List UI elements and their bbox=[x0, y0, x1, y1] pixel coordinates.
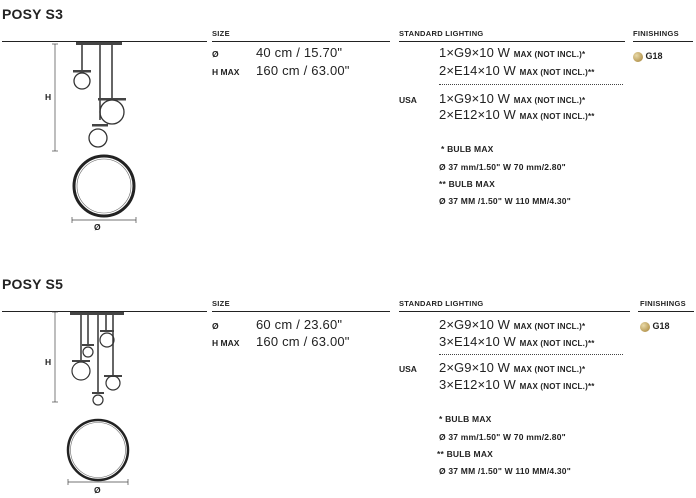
bulb-note: * BULB MAX bbox=[439, 414, 492, 424]
diameter-label: Ø bbox=[212, 49, 219, 59]
diameter-dimension-label: Ø bbox=[94, 222, 101, 232]
color-swatch bbox=[633, 51, 643, 62]
height-label: H MAX bbox=[212, 338, 240, 348]
diameter-value: 40 cm / 15.70" bbox=[256, 45, 343, 60]
color-swatch bbox=[640, 321, 650, 332]
product-title: POSY S3 bbox=[2, 6, 64, 22]
height-value: 160 cm / 63.00" bbox=[256, 63, 350, 78]
bulb-note: Ø 37 mm/1.50" W 70 mm/2.80" bbox=[439, 162, 566, 172]
usa-label: USA bbox=[399, 364, 417, 374]
divider bbox=[638, 311, 694, 312]
finishing-code: G18 bbox=[652, 321, 670, 331]
bulb-spec-usa: 2×G9×10 W MAX (NOT INCL.)* bbox=[439, 360, 586, 375]
divider bbox=[2, 311, 207, 312]
bulb-spec: 1×G9×10 W MAX (NOT INCL.)* bbox=[439, 45, 586, 60]
bulb-spec-usa: 3×E12×10 W MAX (NOT INCL.)** bbox=[439, 377, 595, 392]
bulb-note: * BULB MAX bbox=[441, 144, 494, 154]
size-header: SIZE bbox=[212, 29, 230, 38]
usa-label: USA bbox=[399, 95, 417, 105]
bulb-spec-usa: 1×G9×10 W MAX (NOT INCL.)* bbox=[439, 91, 586, 106]
finishings-header: FINISHINGS bbox=[640, 299, 686, 308]
finishing-g18: G18 bbox=[633, 51, 663, 62]
lamp-diagram bbox=[52, 42, 137, 223]
finishing-g18: G18 bbox=[640, 321, 670, 332]
height-dimension-label: H bbox=[45, 92, 52, 102]
divider bbox=[399, 311, 630, 312]
diameter-label: Ø bbox=[212, 321, 219, 331]
bulb-spec: 2×E14×10 W MAX (NOT INCL.)** bbox=[439, 63, 595, 78]
finishing-code: G18 bbox=[645, 51, 663, 61]
product-title: POSY S5 bbox=[2, 276, 64, 292]
dotted-divider bbox=[439, 354, 623, 355]
bulb-note: Ø 37 mm/1.50" W 70 mm/2.80" bbox=[439, 432, 566, 442]
lighting-header: STANDARD LIGHTING bbox=[399, 29, 484, 38]
divider bbox=[633, 41, 693, 42]
size-header: SIZE bbox=[212, 299, 230, 308]
bulb-note: Ø 37 MM /1.50" W 110 MM/4.30" bbox=[439, 196, 571, 206]
bulb-note: ** BULB MAX bbox=[439, 179, 496, 189]
lighting-header: STANDARD LIGHTING bbox=[399, 299, 484, 308]
lamp-diagram bbox=[52, 311, 130, 485]
bulb-note: ** BULB MAX bbox=[437, 449, 494, 459]
dotted-divider bbox=[439, 84, 623, 85]
bulb-spec: 2×G9×10 W MAX (NOT INCL.)* bbox=[439, 317, 586, 332]
divider bbox=[212, 311, 390, 312]
height-value: 160 cm / 63.00" bbox=[256, 334, 350, 349]
height-label: H MAX bbox=[212, 67, 240, 77]
diameter-dimension-label: Ø bbox=[94, 485, 101, 495]
bulb-spec: 3×E14×10 W MAX (NOT INCL.)** bbox=[439, 334, 595, 349]
divider bbox=[2, 41, 207, 42]
finishings-header: FINISHINGS bbox=[633, 29, 679, 38]
diameter-value: 60 cm / 23.60" bbox=[256, 317, 343, 332]
bulb-note: Ø 37 MM /1.50" W 110 MM/4.30" bbox=[439, 466, 571, 476]
height-dimension-label: H bbox=[45, 357, 52, 367]
divider bbox=[212, 41, 390, 42]
bulb-spec-usa: 2×E12×10 W MAX (NOT INCL.)** bbox=[439, 107, 595, 122]
divider bbox=[399, 41, 625, 42]
